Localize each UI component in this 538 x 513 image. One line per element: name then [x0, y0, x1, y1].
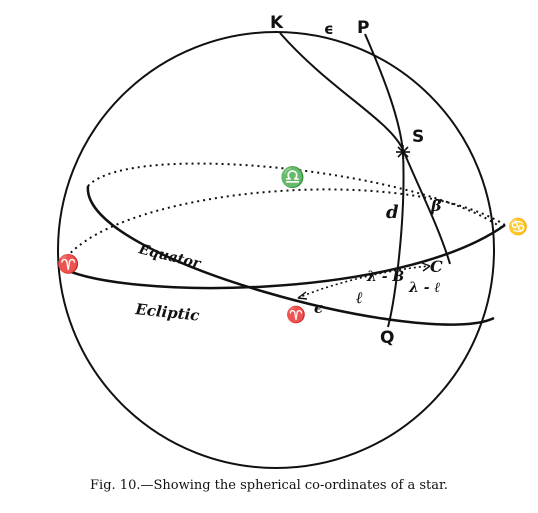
- label-ecliptic: Ecliptic: [134, 300, 201, 325]
- ecliptic-front-arc: [59, 223, 506, 290]
- sphere-outline: [57, 31, 495, 469]
- ecliptic-back-arc: [59, 188, 506, 268]
- label-equator: Equator: [136, 241, 203, 272]
- equator-front-arc: [86, 185, 495, 326]
- label-libra-symbol: ♎: [280, 165, 305, 189]
- label-aries-point-symbol: ♈: [286, 305, 306, 324]
- label-d: d: [386, 202, 399, 223]
- label-cancer-symbol: ♋: [508, 217, 528, 236]
- label-K: K: [270, 13, 284, 33]
- label-epsilon-top: ϵ: [324, 20, 334, 38]
- label-beta: β: [430, 196, 442, 215]
- label-C: C: [430, 257, 443, 276]
- label-Q: Q: [380, 328, 394, 348]
- equator-back-arc: [87, 162, 503, 229]
- lambda-B-arrow-left: [297, 291, 308, 300]
- lambda-B-arrow-right: [421, 262, 431, 272]
- circle-K-S-C: [279, 32, 451, 265]
- label-aries-symbol: ♈: [57, 253, 79, 275]
- star-S-marker: [396, 145, 410, 159]
- label-epsilon-mid: ϵ: [314, 299, 323, 317]
- label-l: ℓ: [355, 288, 363, 307]
- label-S: S: [412, 127, 424, 147]
- label-lambda-l: λ - ℓ: [408, 280, 440, 296]
- lambda-B-arc: [297, 265, 431, 299]
- figure-caption: Fig. 10.—Showing the spherical co-ordina…: [90, 478, 448, 493]
- label-P: P: [357, 18, 369, 38]
- label-lambda-B: λ - B: [366, 269, 404, 285]
